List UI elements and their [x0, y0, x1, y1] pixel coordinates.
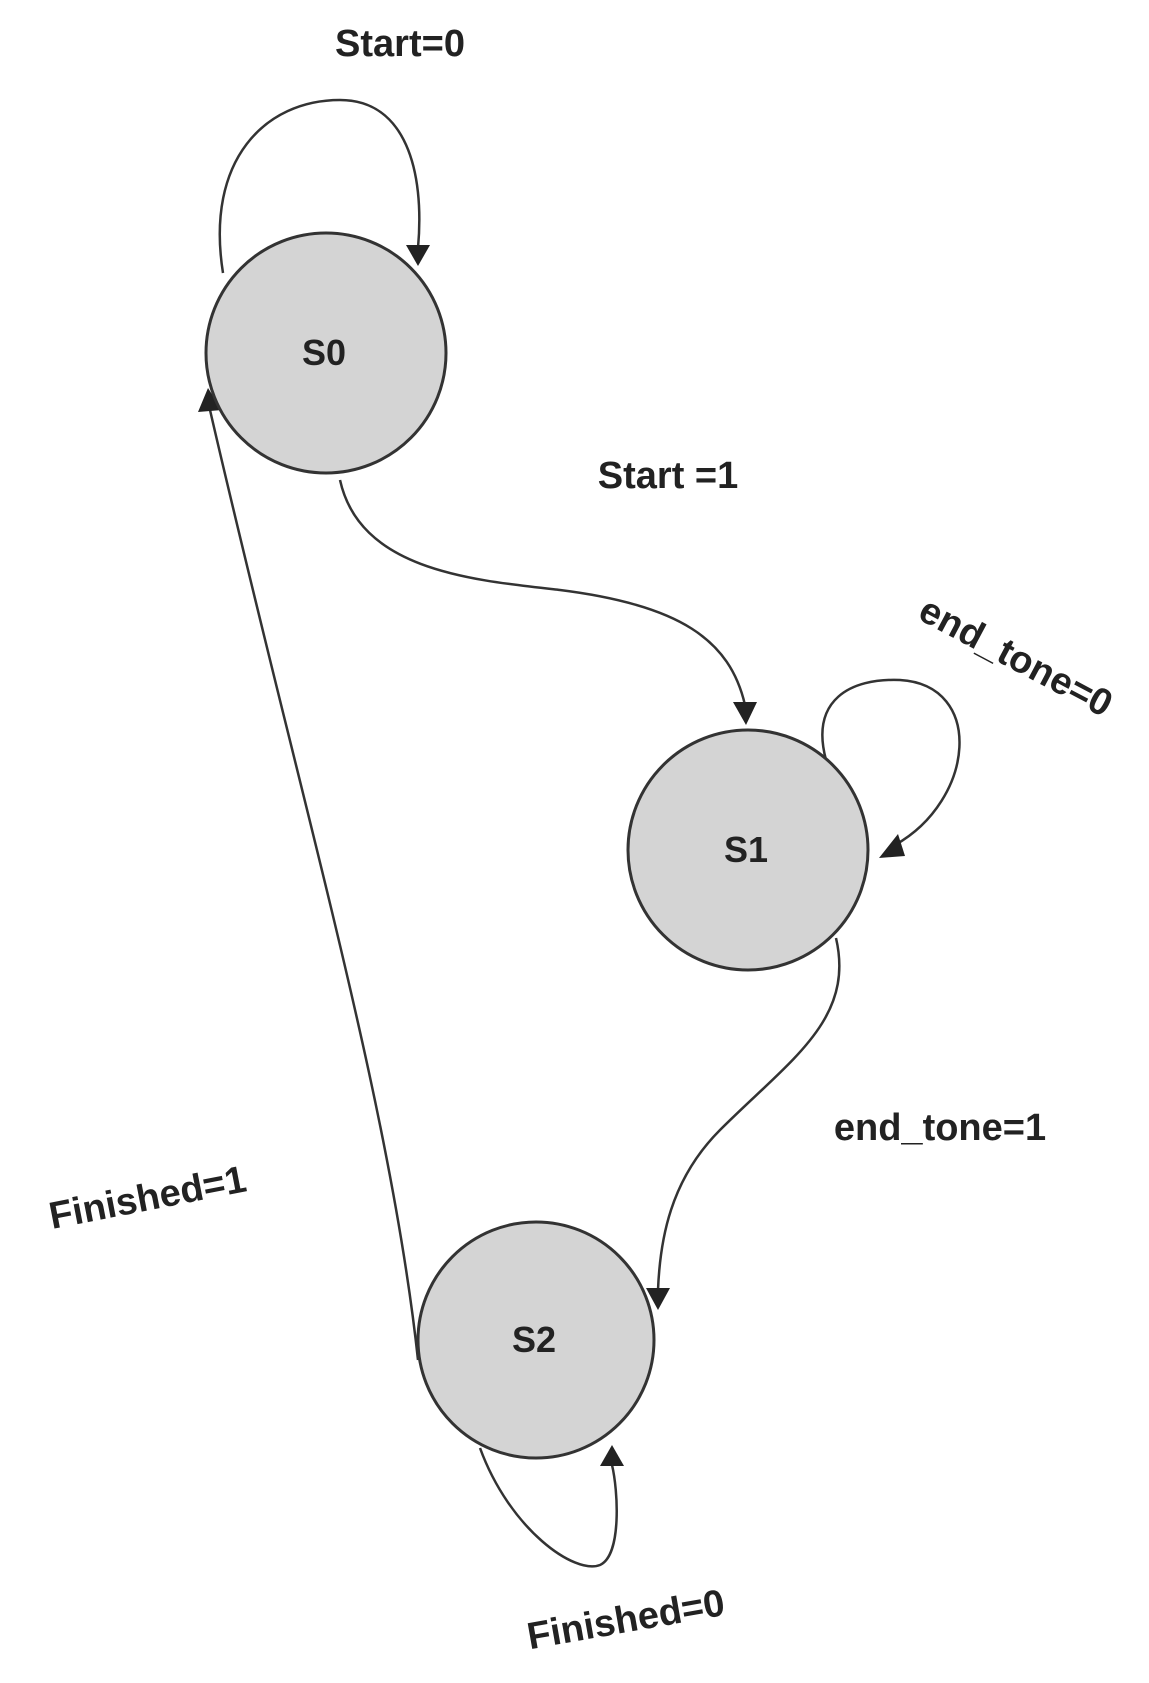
s2-self-loop-arrowhead	[600, 1445, 624, 1466]
state-s1-label: S1	[724, 829, 768, 870]
s0-self-loop-label: Start=0	[335, 23, 465, 65]
s1-to-s2-edge	[656, 937, 841, 1291]
state-s1-node	[626, 728, 870, 972]
state-s0-label: S0	[302, 332, 346, 373]
s2-to-s0-edge	[208, 409, 420, 1361]
s0-self-loop-edge	[218, 98, 421, 274]
s1-to-s2-label: end_tone=1	[834, 1107, 1046, 1149]
state-s2-node	[416, 1220, 656, 1460]
s2-to-s0-label: Finished=1	[46, 1159, 250, 1238]
s1-to-s2-arrowhead	[646, 1288, 670, 1310]
s0-to-s1-arrowhead	[733, 702, 757, 725]
state-s2-label: S2	[512, 1319, 556, 1360]
s1-self-loop-arrowhead	[879, 834, 905, 858]
s0-to-s1-edge	[338, 479, 747, 706]
s2-self-loop-label: Finished=0	[524, 1582, 728, 1658]
s0-self-loop-arrowhead	[406, 245, 430, 266]
s0-to-s1-label: Start =1	[598, 455, 738, 497]
s2-self-loop-edge	[478, 1447, 618, 1568]
state-s0-node	[204, 231, 448, 475]
s2-to-s0-arrowhead	[198, 388, 222, 412]
s1-self-loop-edge	[821, 678, 961, 847]
s1-self-loop-label: end_tone=0	[912, 589, 1119, 726]
